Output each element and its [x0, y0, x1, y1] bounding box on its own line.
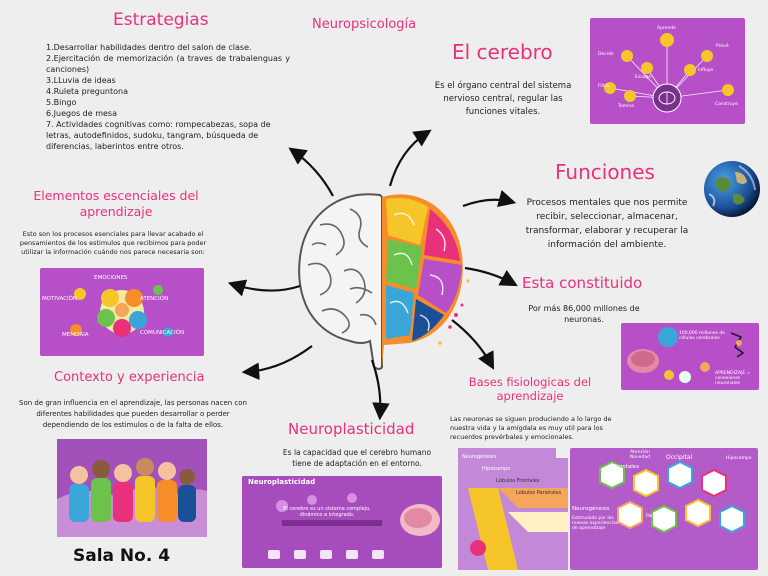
bases-panel-right: Atención Novedad Frontales Occipital Hip…	[570, 448, 758, 570]
panel-label: Neurogénesis	[462, 454, 497, 460]
cerebro-text: Es el órgano central del sistema nervios…	[434, 81, 572, 117]
neuroplasticidad-title: Neuroplasticidad	[288, 420, 415, 438]
panel-label: Estimulado por las nuevas experiencias d…	[572, 516, 619, 531]
cerebro-diagram: Aprende Decide Escoge Prevé Influye Filt…	[590, 18, 745, 124]
list-item: 5.Bingo	[46, 98, 77, 107]
panel-label: Temporal	[688, 514, 709, 519]
diagram-label: Tomina	[618, 104, 634, 109]
diagram-label: Influye	[698, 68, 714, 73]
elementos-panel: EMOCIONES MOTIVACIÓN ATENCIÓN MEMORIA CO…	[40, 268, 204, 356]
elementos-title: Elementos escenciales del aprendizaje	[33, 188, 199, 219]
people-illustration	[57, 439, 207, 537]
diagram-label: Construye	[715, 102, 738, 107]
panel-label: Occipital	[666, 454, 693, 461]
list-item: 1.Desarrollar habilidades dentro del sal…	[46, 43, 252, 52]
funciones-title: Funciones	[555, 160, 655, 184]
panel-label: 100,000 millones de células cerebrales	[679, 331, 725, 341]
constituido-panel: 100,000 millones de células cerebrales A…	[621, 323, 759, 390]
neuroplasticidad-text: Es la capacidad que el cerebro humano ti…	[282, 448, 432, 468]
panel-label: APRENDIZAJE = conexiones neuronales	[715, 371, 751, 386]
estrategias-list: 1.Desarrollar habilidades dentro del sal…	[46, 42, 290, 152]
bases-text: Las neuronas se siguen produciendo a lo …	[450, 415, 612, 441]
list-item: 6.Juegos de mesa	[46, 109, 117, 118]
panel-label: Lóbulos Frontales	[496, 478, 540, 484]
panel-text: El cerebro es un sistema complejo, dinám…	[283, 506, 371, 518]
panel-label: Parietal	[646, 514, 663, 519]
bases-panel-left: Neurogénesis Hipocampo Lóbulos Frontales…	[458, 448, 568, 570]
list-item: 2.Ejercitación de memorización (a traves…	[46, 54, 290, 74]
funciones-text: Procesos mentales que nos permite recibi…	[525, 198, 689, 250]
diagram-label: Decide	[598, 52, 614, 57]
sala-label: Sala No. 4	[73, 546, 171, 566]
panel-label: MEMORIA	[62, 332, 89, 338]
elementos-text: Esto son los procesos esenciales para ll…	[19, 230, 207, 256]
panel-label: Frontales	[614, 464, 640, 470]
contexto-text: Son de gran influencia en el aprendizaje…	[19, 399, 247, 429]
list-item: 3.LLuvia de ideas	[46, 76, 116, 85]
list-item: 4.Ruleta preguntona	[46, 87, 128, 96]
cerebro-title: El cerebro	[452, 40, 553, 64]
diagram-label: Escoge	[635, 75, 652, 80]
panel-label: EMOCIONES	[94, 275, 128, 281]
panel-label: Hipocampo	[482, 466, 511, 472]
contexto-title: Contexto y experiencia	[54, 370, 205, 385]
diagram-label: Prevé	[716, 44, 729, 49]
estrategias-title: Estrategias	[113, 10, 209, 30]
earth-image	[703, 160, 761, 218]
panel-label: COMUNICACIÓN	[140, 330, 185, 336]
central-brain-image	[290, 185, 470, 375]
constituido-text: Por más 86,000 millones de neuronas.	[528, 304, 640, 324]
panel-label: Lóbulos Parietales	[516, 490, 562, 496]
neuroplasticidad-panel: Neuroplasticidad El cerebro es un sistem…	[242, 476, 442, 568]
panel-label: ATENCIÓN	[140, 296, 169, 302]
bases-title: Bases fisiologicas del aprendizaje	[468, 375, 592, 403]
panel-title: Neuroplasticidad	[248, 478, 316, 486]
list-item: 7. Actividades cognitivas como: rompecab…	[46, 120, 271, 151]
panel-label: Hipocampo	[726, 456, 752, 461]
constituido-title: Esta constituido	[522, 274, 643, 292]
diagram-label: Aprende	[657, 26, 676, 31]
diagram-label: Filtra	[598, 84, 610, 89]
panel-label: Neurogénesis	[572, 506, 610, 512]
central-title: Neuropsicología	[312, 17, 417, 32]
panel-label: MOTIVACIÓN	[42, 296, 78, 302]
panel-label: Atención Novedad	[629, 450, 651, 460]
